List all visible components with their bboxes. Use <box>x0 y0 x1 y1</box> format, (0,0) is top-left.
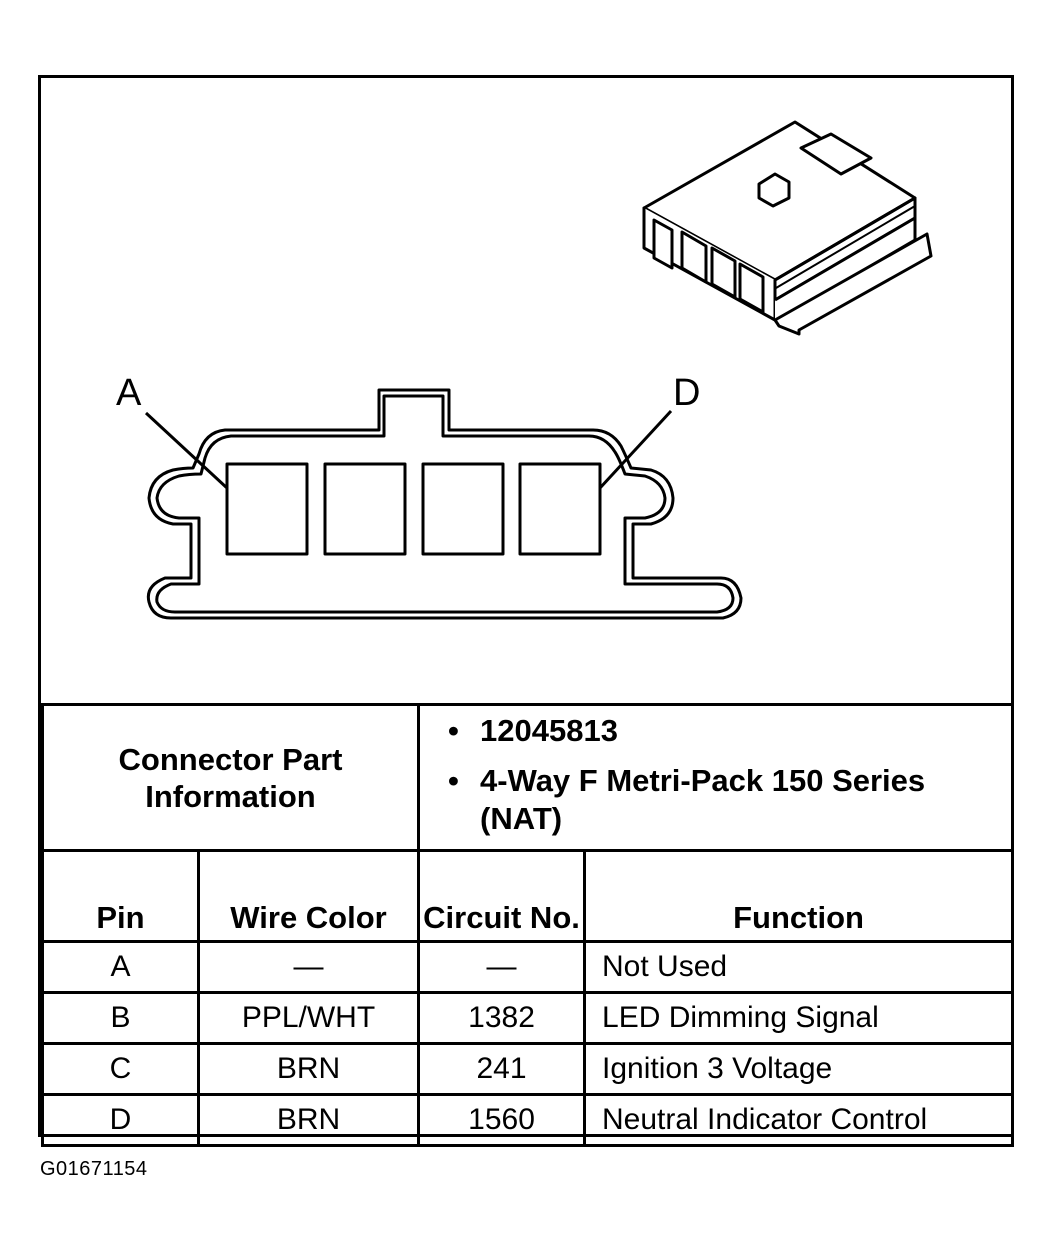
part-info-row: Connector Part Information • 12045813 • … <box>40 702 1015 853</box>
table-row: C BRN 241 Ignition 3 Voltage <box>41 1042 1015 1097</box>
circuit-cell: — <box>417 940 587 995</box>
wire-color-cell: BRN <box>196 1093 421 1148</box>
wire-color-cell: — <box>196 940 421 995</box>
bullet-icon: • <box>448 713 459 748</box>
connector-info-table: Connector Part Information • 12045813 • … <box>40 702 1015 1148</box>
header-pin: Pin <box>41 849 200 944</box>
circuit-cell: 1382 <box>417 991 587 1046</box>
function-cell: Ignition 3 Voltage <box>583 1042 1015 1097</box>
pin-cell: C <box>41 1042 200 1097</box>
pin-cell: A <box>41 940 200 995</box>
bullet-icon: • <box>448 762 459 798</box>
table-row: B PPL/WHT 1382 LED Dimming Signal <box>41 991 1015 1046</box>
header-function: Function <box>583 849 1015 944</box>
connector-type: 4-Way F Metri-Pack 150 Series (NAT) <box>480 762 926 836</box>
function-cell: Not Used <box>583 940 1015 995</box>
figure-id: G01671154 <box>40 1158 148 1180</box>
table-row: D BRN 1560 Neutral Indicator Control <box>41 1093 1015 1148</box>
connector-drawing: A D <box>41 78 1011 703</box>
wire-color-cell: BRN <box>196 1042 421 1097</box>
part-number: 12045813 <box>480 713 618 748</box>
table-row: A — — Not Used <box>41 940 1015 995</box>
part-info-label: Connector Part Information <box>40 702 421 853</box>
function-cell: LED Dimming Signal <box>583 991 1015 1046</box>
connector-illustration <box>144 120 933 620</box>
pin-cell: B <box>41 991 200 1046</box>
connector-diagram-frame: A D Connector Part Information • 1204581… <box>38 75 1015 1148</box>
wire-color-cell: PPL/WHT <box>196 991 421 1046</box>
connector-face-view <box>144 388 743 620</box>
table-header-row: Pin Wire Color Circuit No. Function <box>41 849 1015 944</box>
pin-a-label: A <box>116 372 142 414</box>
header-circuit-no: Circuit No. <box>417 849 587 944</box>
pin-cell: D <box>41 1093 200 1148</box>
function-cell: Neutral Indicator Control <box>583 1093 1015 1148</box>
connector-3d-view <box>642 120 933 336</box>
circuit-cell: 241 <box>417 1042 587 1097</box>
pin-d-label: D <box>673 372 701 414</box>
connector-type-item: • 4-Way F Metri-Pack 150 Series (NAT) <box>448 762 1011 838</box>
part-info-values: • 12045813 • 4-Way F Metri-Pack 150 Seri… <box>417 702 1015 853</box>
circuit-cell: 1560 <box>417 1093 587 1148</box>
part-number-item: • 12045813 <box>448 712 1011 750</box>
header-wire-color: Wire Color <box>196 849 421 944</box>
